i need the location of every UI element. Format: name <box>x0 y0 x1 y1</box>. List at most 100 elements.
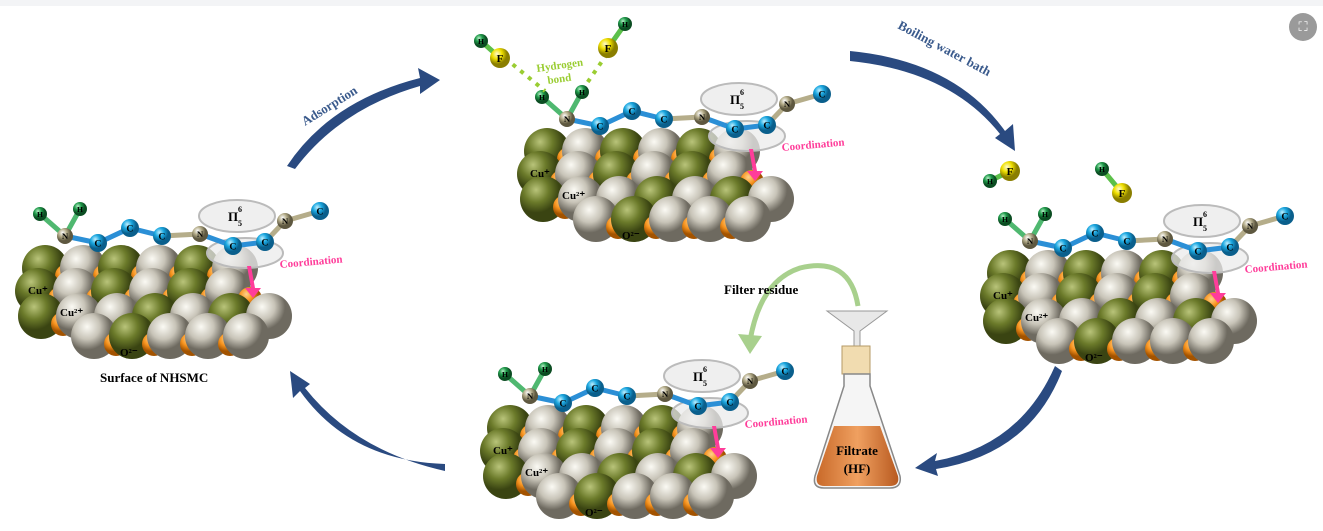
pi-orbital-upper <box>663 359 741 393</box>
carbon-atom <box>153 227 171 245</box>
nitrogen-atom <box>559 111 575 127</box>
fluorine-atom-label: F <box>1119 188 1126 200</box>
nitrogen-atom-label: N <box>282 216 289 226</box>
hydrogen-atom-label: H <box>622 20 628 29</box>
hydrogen-atom-label: H <box>539 93 545 102</box>
adsorption-arrow <box>287 68 440 169</box>
hydrogen-atom <box>535 90 549 104</box>
carbon-atom-label: C <box>261 238 268 249</box>
o-2minus-label: O²⁻ <box>1085 352 1103 364</box>
carbon-atom <box>311 202 329 220</box>
return-arrow-left <box>290 371 445 471</box>
carbon-atom-label: C <box>781 367 788 378</box>
fluorine-atom-label: F <box>497 53 504 65</box>
nitrogen-atom <box>277 213 293 229</box>
nitrogen-atom <box>742 373 758 389</box>
coordination-arrow <box>710 426 726 458</box>
pi-superscript: 6 <box>238 205 242 214</box>
carbon-atom <box>758 116 776 134</box>
cu-2plus-ion <box>688 473 734 519</box>
carbon-atom <box>689 397 707 415</box>
carbon-atom-label: C <box>596 122 603 133</box>
carbon-atom <box>591 117 609 135</box>
carbon-atom-label: C <box>726 398 733 409</box>
nitrogen-atom-label: N <box>527 391 534 401</box>
carbon-atom <box>1189 242 1207 260</box>
pi-orbital-upper <box>1163 204 1241 238</box>
pi-subscript: 5 <box>1203 224 1207 233</box>
filter-residue-arrow <box>747 263 861 342</box>
nitrogen-atom <box>1157 231 1173 247</box>
nitrogen-atom <box>57 228 73 244</box>
hydrogen-atom-label: H <box>1099 165 1105 174</box>
hydrogen-atom <box>1095 162 1109 176</box>
catalyst-surface <box>480 405 757 519</box>
carbon-atom-label: C <box>623 392 630 403</box>
carbon-atom <box>89 234 107 252</box>
hydrogen-atom-label: H <box>1042 210 1048 219</box>
carbon-atom-label: C <box>1281 212 1288 223</box>
pi-label: Π <box>1193 214 1203 229</box>
pi-superscript: 6 <box>703 365 707 374</box>
hydrogen-atom <box>538 362 552 376</box>
carbon-atom-label: C <box>229 242 236 253</box>
pi-label: Π <box>693 369 703 384</box>
cu-2plus-label: Cu²⁺ <box>562 190 585 202</box>
carbon-atom <box>1276 207 1294 225</box>
pi-subscript: 5 <box>703 379 707 388</box>
carbon-atom-label: C <box>628 107 635 118</box>
translate-icon[interactable]: ⛶ <box>1289 13 1317 41</box>
coordination-label: Coordination <box>279 254 343 271</box>
filter-residue-label: Filter residue <box>724 282 798 297</box>
carbon-atom-label: C <box>1194 247 1201 258</box>
hydrogen-atom-label: H <box>77 205 83 214</box>
pi-label: Π <box>228 209 238 224</box>
fluorine-atom <box>490 48 510 68</box>
hydrogen-atom-label: H <box>579 88 585 97</box>
filter-residue-arrowhead <box>738 334 762 354</box>
fluorine-atom <box>1112 183 1132 203</box>
o-2minus-label: O²⁻ <box>585 507 603 519</box>
carbon-atom <box>256 233 274 251</box>
fluorine-atom <box>1000 161 1020 181</box>
surface-label: Surface of NHSMC <box>100 370 208 385</box>
hydrogen-atom-label: H <box>1002 215 1008 224</box>
hydrogen-atom-label: H <box>542 365 548 374</box>
carbon-atom <box>121 219 139 237</box>
carbon-atom-label: C <box>1091 229 1098 240</box>
carbon-atom-label: C <box>818 90 825 101</box>
catalyst-surface <box>517 128 794 242</box>
nitrogen-atom-label: N <box>1162 234 1169 244</box>
carbon-atom <box>1221 238 1239 256</box>
nitrogen-atom-label: N <box>62 231 69 241</box>
carbon-atom <box>721 393 739 411</box>
o-2minus-label: O²⁻ <box>622 230 640 242</box>
nitrogen-atom-label: N <box>784 99 791 109</box>
carbon-atom-label: C <box>763 121 770 132</box>
pi-superscript: 6 <box>740 88 744 97</box>
hydrogen-atom <box>33 207 47 221</box>
nitrogen-atom-label: N <box>1247 221 1254 231</box>
cu-2plus-label: Cu²⁺ <box>1025 312 1048 324</box>
carbon-atom-label: C <box>94 239 101 250</box>
cu-plus-label: Cu⁺ <box>993 290 1013 302</box>
carbon-atom <box>726 120 744 138</box>
coordination-arrow <box>245 266 261 298</box>
carbon-atom-label: C <box>1123 237 1130 248</box>
carbon-atom <box>618 387 636 405</box>
boiling-arrow <box>850 51 1015 151</box>
carbon-atom-label: C <box>694 402 701 413</box>
coordination-arrow <box>1210 271 1226 303</box>
nitrogen-atom-label: N <box>1027 236 1034 246</box>
hydrogen-atom <box>474 34 488 48</box>
fluorine-atom-label: F <box>1007 166 1014 178</box>
svg-text:Filtrate: Filtrate <box>836 443 878 458</box>
cu-2plus-ion <box>223 313 269 359</box>
